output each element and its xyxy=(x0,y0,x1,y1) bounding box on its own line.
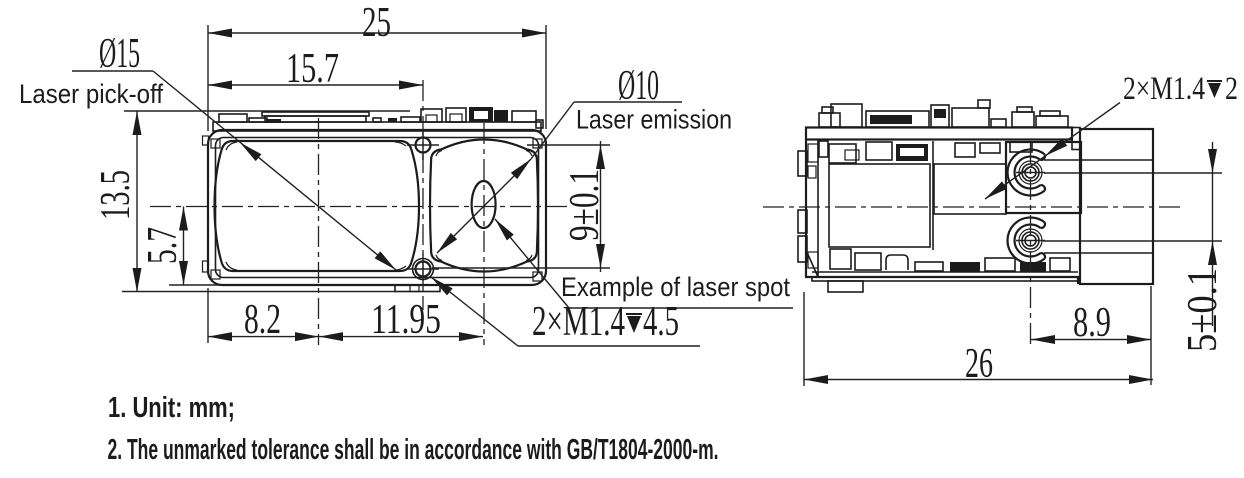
svg-text:25: 25 xyxy=(362,0,391,46)
svg-text:1. Unit: mm;: 1. Unit: mm; xyxy=(108,392,235,424)
svg-text:2. The unmarked tolerance shal: 2. The unmarked tolerance shall be in ac… xyxy=(108,434,719,466)
svg-text:26: 26 xyxy=(965,341,993,387)
svg-text:Ø15: Ø15 xyxy=(99,31,140,77)
svg-text:13.5: 13.5 xyxy=(93,170,139,220)
svg-text:5±0.1: 5±0.1 xyxy=(1180,268,1226,352)
svg-text:Laser pick-off: Laser pick-off xyxy=(19,79,163,109)
svg-text:8.9: 8.9 xyxy=(1073,300,1111,346)
svg-text:4.5: 4.5 xyxy=(643,299,679,345)
svg-text:5.7: 5.7 xyxy=(140,227,186,264)
svg-text:9±0.1: 9±0.1 xyxy=(562,169,608,241)
svg-text:Laser emission: Laser emission xyxy=(576,105,732,135)
svg-text:11.95: 11.95 xyxy=(371,297,441,343)
svg-text:15.7: 15.7 xyxy=(286,46,339,92)
svg-text:2×M1.4: 2×M1.4 xyxy=(1123,71,1205,107)
svg-text:Example of laser spot: Example of laser spot xyxy=(561,272,790,302)
svg-text:8.2: 8.2 xyxy=(244,297,281,343)
svg-text:2×M1.4: 2×M1.4 xyxy=(532,299,625,345)
svg-text:2: 2 xyxy=(1225,71,1238,107)
